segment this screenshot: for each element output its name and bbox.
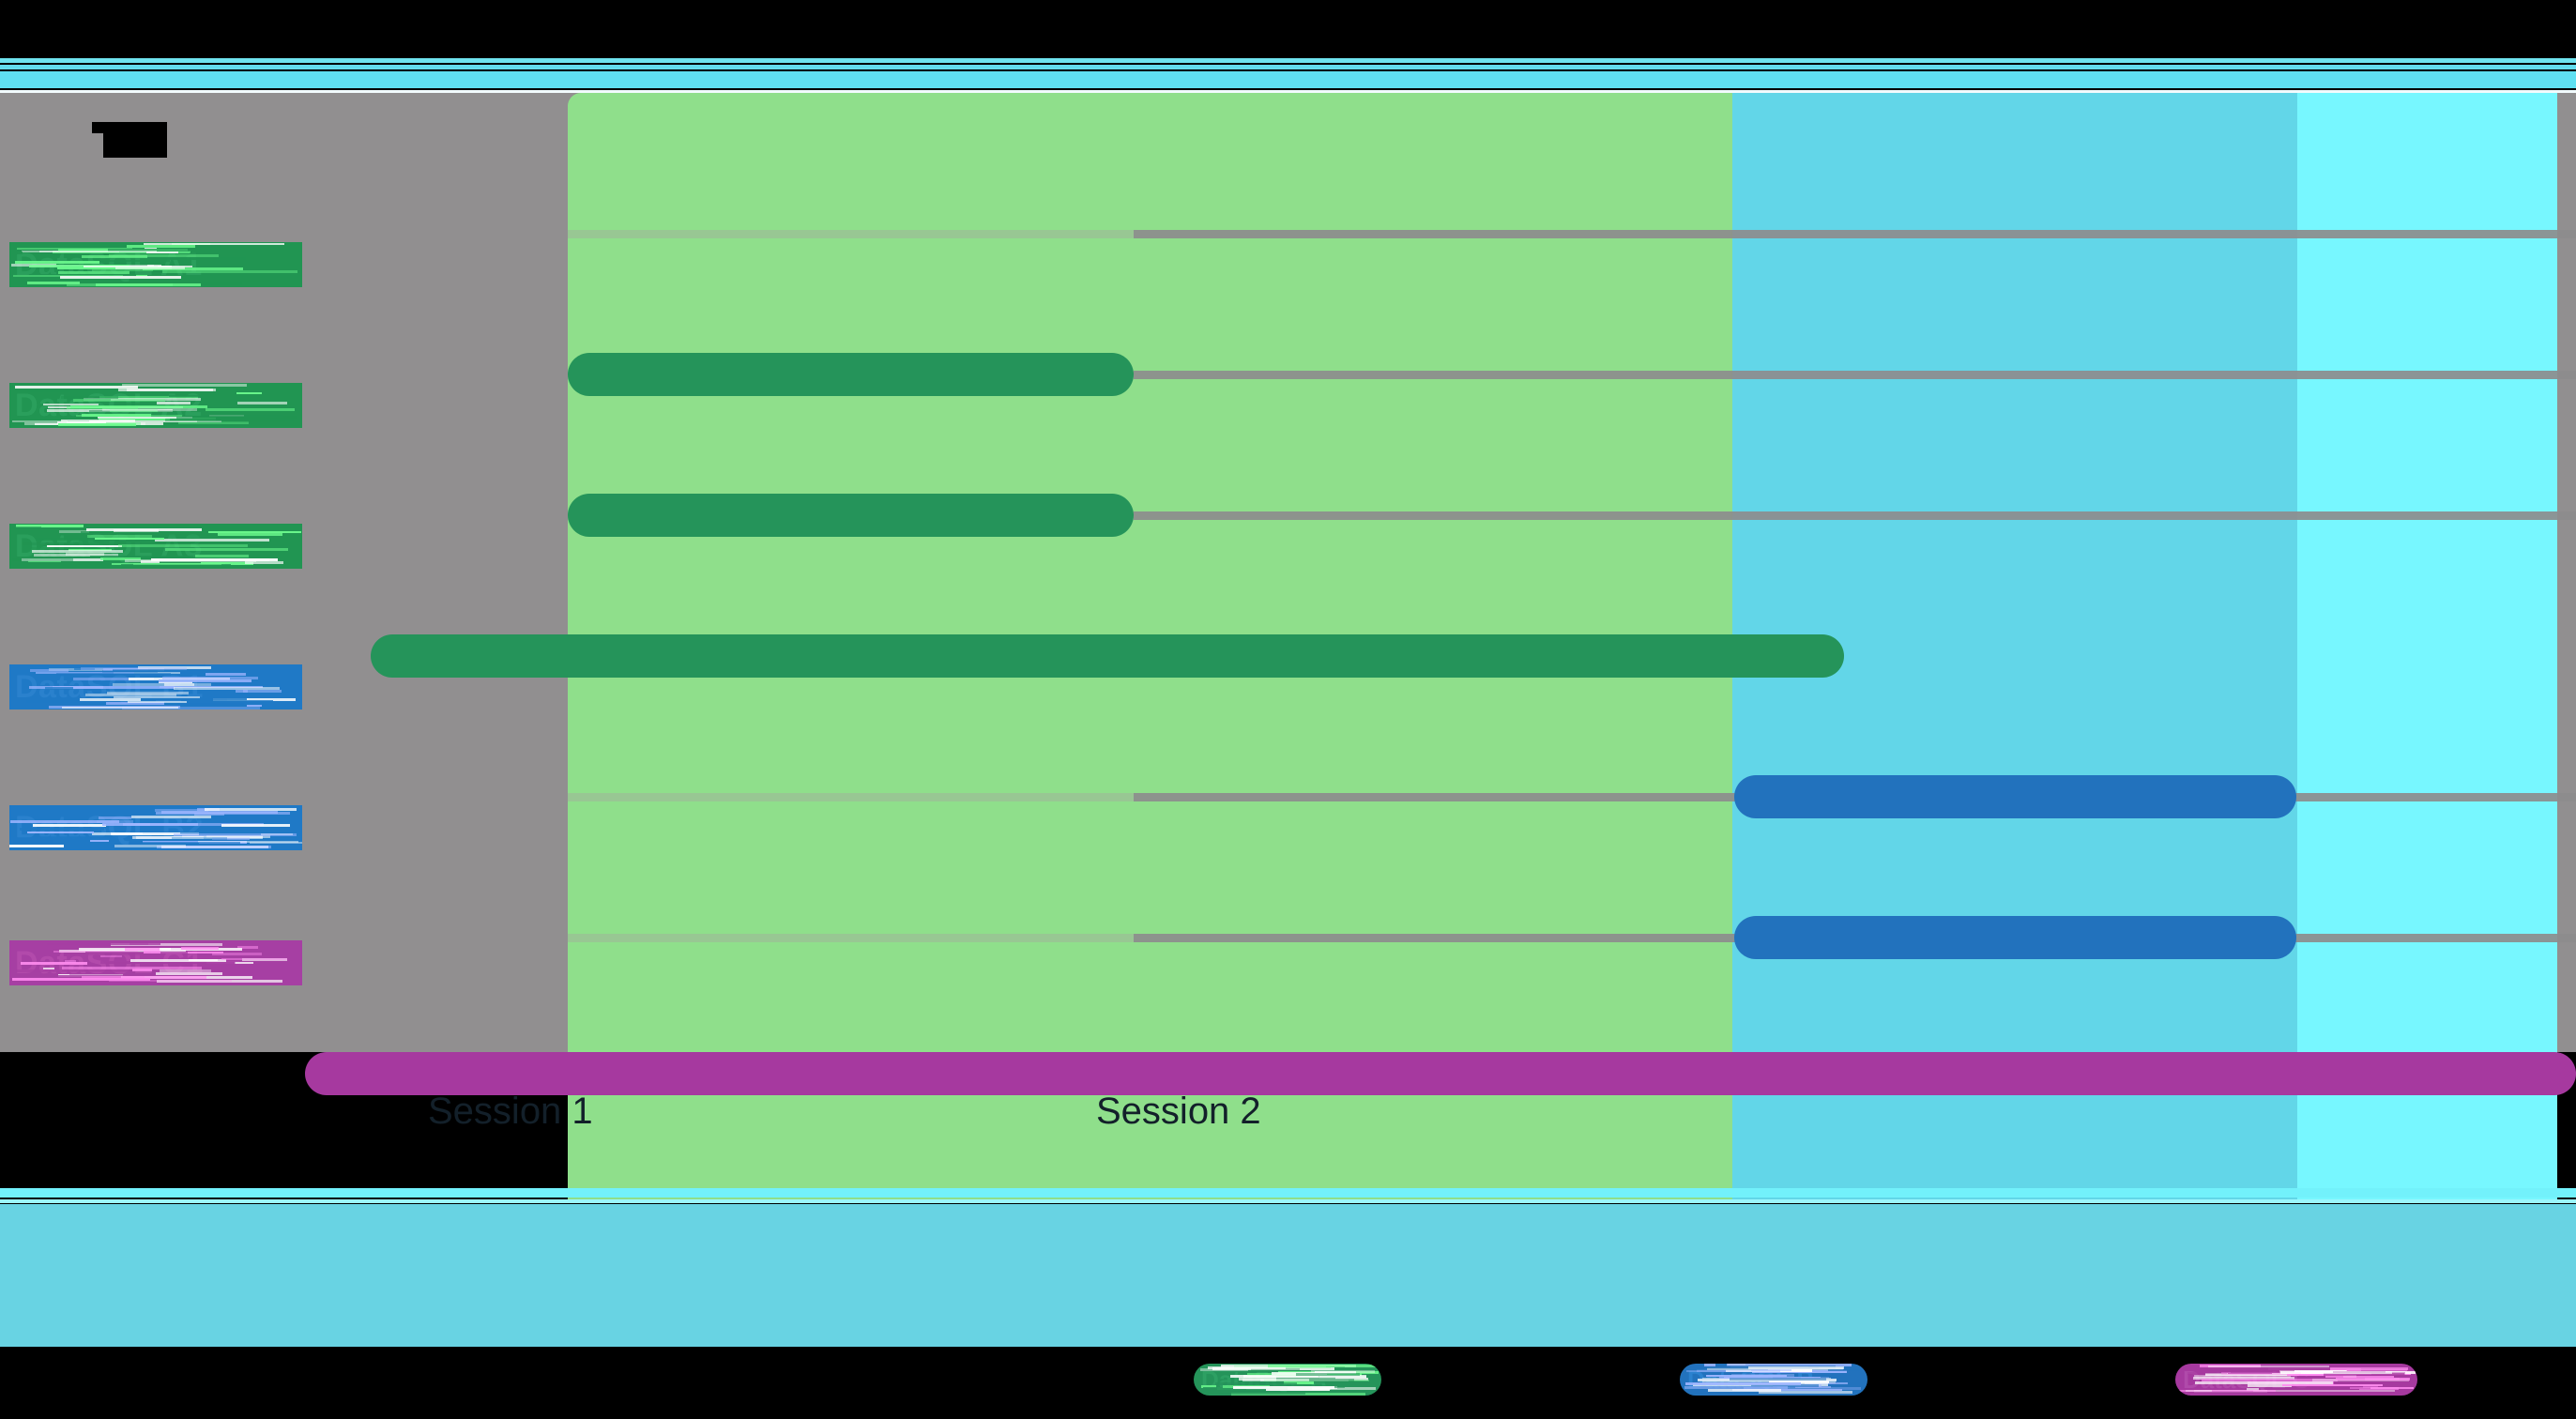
gridline (568, 230, 1134, 238)
legend-item[interactable]: DataSQL C (2175, 1364, 2417, 1396)
row-label-text: DataSQL C1 (9, 945, 204, 982)
top-rail-outer (0, 58, 2576, 63)
row-label-chip[interactable]: DataSQL A3 (9, 524, 302, 569)
gridline (1134, 371, 2576, 379)
legend-item-label: DataSQL B (1687, 1366, 1814, 1395)
task-bar[interactable] (568, 353, 1134, 396)
row-label-text: DataSQL A1 (9, 247, 203, 283)
top-rail-mid (0, 65, 2576, 69)
legend-item-label: DataSQL A (1201, 1366, 1327, 1395)
gridline (1134, 511, 2576, 520)
task-bar[interactable] (371, 634, 1844, 678)
session-1-caption: Session 1 (428, 1091, 593, 1133)
row-label-text: DataSQL A3 (9, 528, 203, 565)
legend-item[interactable]: DataSQL A (1194, 1364, 1381, 1396)
page-title-redaction-body (103, 131, 167, 158)
session-band-3-corner (2297, 93, 2325, 121)
task-bar[interactable] (1734, 775, 2296, 818)
gridline (568, 934, 1134, 942)
row-label-chip[interactable]: DataSQL A2 (9, 383, 302, 428)
task-bar[interactable] (568, 494, 1134, 537)
row-label-text: DataSQL B1 (9, 669, 204, 706)
top-rail-inner (0, 71, 2576, 88)
session-band-2-corner (1732, 93, 1761, 121)
row-label-text: DataSQL B2 (9, 810, 204, 847)
row-label-chip[interactable]: DataSQL C1 (9, 940, 302, 985)
gridline (1134, 230, 2576, 238)
footer-hairline-top (0, 1188, 2576, 1198)
task-bar[interactable] (1734, 916, 2296, 959)
legend: DataSQL A DataSQL B DataSQL C (0, 1347, 2576, 1419)
gridline (568, 793, 1134, 801)
footer-panel (0, 1204, 2576, 1347)
row-label-text: DataSQL A2 (9, 388, 203, 424)
legend-item[interactable]: DataSQL B (1680, 1364, 1867, 1396)
row-label-chip[interactable]: DataSQL A1 (9, 242, 302, 287)
row-label-chip[interactable]: DataSQL B1 (9, 664, 302, 710)
legend-item-label: DataSQL C (2183, 1366, 2309, 1395)
footer-hairline-bottom (0, 1199, 2576, 1203)
session-2-caption: Session 2 (1096, 1091, 1261, 1133)
row-label-chip[interactable]: DataSQL B2 (9, 805, 302, 850)
session-band-3 (2297, 93, 2557, 1201)
task-bar[interactable] (305, 1052, 2576, 1095)
session-band-1-corner (568, 93, 596, 121)
